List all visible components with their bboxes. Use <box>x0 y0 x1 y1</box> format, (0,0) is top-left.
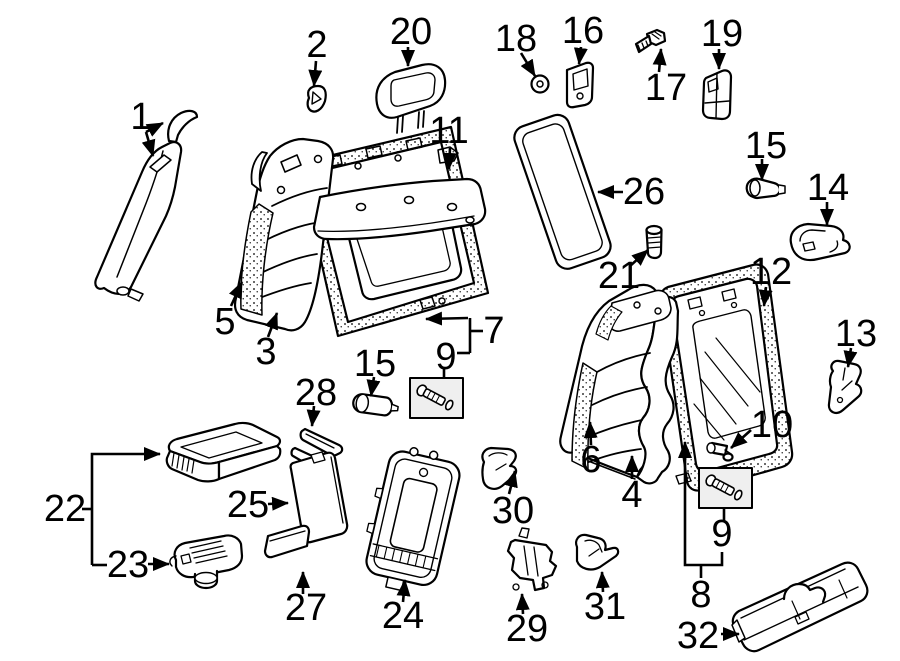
callout-trim-frame[interactable]: 26 <box>623 171 665 213</box>
part-19-guide-sleeve <box>701 69 733 121</box>
part-18-washer <box>530 74 550 94</box>
callout-armrest-lid[interactable]: 25 <box>227 484 269 526</box>
callout-backrest-assembly-ref[interactable]: 8 <box>690 574 711 616</box>
callout-headrest[interactable]: 20 <box>390 11 432 53</box>
part-5-bolster-pad-left <box>240 203 274 316</box>
callout-bushing-top[interactable]: 15 <box>745 125 787 167</box>
leader-arrow-bolster-pad-right <box>583 421 598 446</box>
callout-armrest-frame[interactable]: 24 <box>382 595 424 637</box>
callout-cover-cap-right[interactable]: 31 <box>584 586 626 628</box>
callout-side-bracket[interactable]: 13 <box>835 313 877 355</box>
leader-arrow-side-trim-panel <box>145 121 164 137</box>
callout-guide-sleeve[interactable]: 19 <box>701 13 743 55</box>
leader-arrow-bolster-pad-left <box>228 281 244 307</box>
leader-arrow-hinge-strip <box>306 405 321 427</box>
callout-cover-cap-center[interactable]: 30 <box>492 490 534 532</box>
leader-arrow-washer <box>519 52 537 77</box>
leader-arrow-bushing-center <box>629 249 649 267</box>
leader-arrow-backrest-frame-right <box>758 286 773 307</box>
leader-arrow-latch-ref <box>425 311 469 326</box>
callout-backrest-frame-right[interactable]: 12 <box>750 251 792 293</box>
part-1-side-trim <box>94 109 199 302</box>
part-22-armrest <box>165 421 282 483</box>
callout-bolt[interactable]: 17 <box>645 67 687 109</box>
callout-release-handle[interactable]: 14 <box>807 167 849 209</box>
callout-cup-holder[interactable]: 23 <box>107 544 149 586</box>
leader-arrow-backrest-frame-left <box>442 147 457 170</box>
part-10-push-pin <box>706 441 734 462</box>
part-15-bushing-top <box>745 177 786 200</box>
leader-line-armrest-assembly <box>90 452 149 565</box>
part-16-latch-bracket <box>565 61 595 109</box>
part-29-mount-bracket <box>506 527 558 592</box>
callout-clip[interactable]: 2 <box>306 24 327 66</box>
part-14-release-handle <box>789 222 851 262</box>
leader-line-backrest-assembly-ref <box>683 447 724 567</box>
leader-arrow-push-pin <box>730 429 752 449</box>
leader-arrow-armrest-lid <box>267 496 289 511</box>
callout-latch-bracket[interactable]: 16 <box>562 10 604 52</box>
part-2-clip <box>306 84 327 113</box>
callout-mount-bracket[interactable]: 29 <box>506 608 548 650</box>
leader-arrow-bushing-left <box>366 376 381 397</box>
leader-arrow-cover-cap-center <box>504 470 518 495</box>
callout-seatback-cushion-left[interactable]: 3 <box>255 331 276 373</box>
part-20-headrest <box>375 63 447 134</box>
callout-bolster-pad-left[interactable]: 5 <box>214 301 235 343</box>
callout-screw-kit-right[interactable]: 9 <box>711 513 732 555</box>
callout-washer[interactable]: 18 <box>495 18 537 60</box>
callout-push-pin[interactable]: 10 <box>751 404 793 446</box>
part-32-ski-bag-box <box>731 561 869 653</box>
leader-arrow-armrest-frame <box>396 579 411 603</box>
callout-side-trim-panel[interactable]: 1 <box>130 96 151 138</box>
part-13-side-bracket <box>827 359 863 414</box>
part-21-bushing-center <box>645 224 663 260</box>
part-24-armrest-frame <box>365 446 461 592</box>
leader-arrow-side-trim-panel <box>141 131 156 157</box>
callout-armrest-assembly[interactable]: 22 <box>44 488 86 530</box>
part-6-bolster-pad-right <box>571 305 623 470</box>
callout-backrest-frame-left[interactable]: 11 <box>429 110 468 152</box>
callout-seatback-cushion-right[interactable]: 4 <box>621 474 642 516</box>
leader-arrow-bolt <box>652 48 667 73</box>
part-26-trim-frame <box>513 113 612 270</box>
callout-screw-kit-left[interactable]: 9 <box>435 336 456 378</box>
callout-bushing-left[interactable]: 15 <box>354 343 396 385</box>
leader-arrow-cover-cap-right <box>595 571 610 593</box>
callout-hinge-strip[interactable]: 28 <box>295 372 337 414</box>
part-23-cup-holder <box>169 534 244 590</box>
part-31-cover-cap-right <box>575 533 620 571</box>
part-27-trim-strip <box>263 524 311 559</box>
leader-arrow-seatback-cushion-left <box>264 312 279 338</box>
leader-arrow-clip <box>308 60 323 87</box>
leader-arrow-mount-bracket <box>515 593 530 615</box>
callout-bolster-pad-right[interactable]: 6 <box>580 439 601 481</box>
part-25-armrest-lid <box>289 451 349 544</box>
callout-latch-ref[interactable]: 7 <box>483 310 504 352</box>
part-9-screw-kit-right <box>698 467 753 509</box>
part-9-screw-kit-left <box>409 377 464 419</box>
leader-arrow-latch-bracket <box>573 46 588 65</box>
callout-bushing-center[interactable]: 21 <box>598 255 640 297</box>
part-15-bushing-left <box>352 393 399 417</box>
callout-trim-strip[interactable]: 27 <box>285 587 327 629</box>
callout-ski-bag-box[interactable]: 32 <box>677 615 719 657</box>
leader-arrow-side-bracket <box>843 347 858 368</box>
part-17-bolt <box>634 28 667 54</box>
